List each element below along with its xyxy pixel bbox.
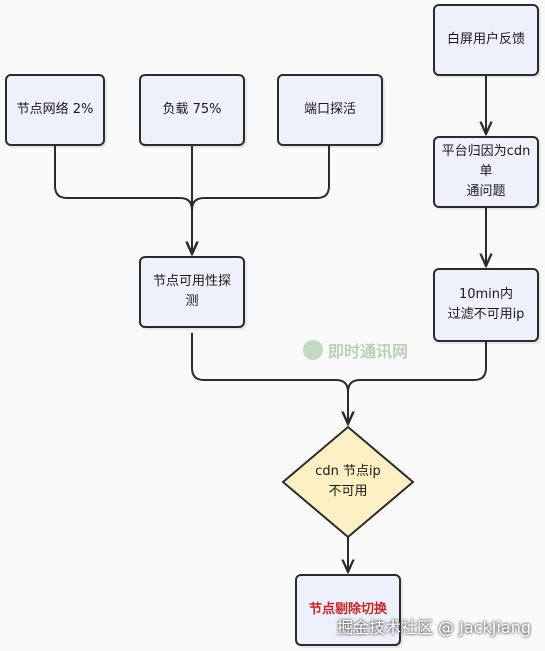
decision-line2: 不可用 (328, 484, 368, 499)
node-network-packet-loss: 节点网络 2% (5, 74, 105, 146)
watermark-logo-text: 即时通讯网 (328, 342, 409, 361)
connector-probe-to-decision (191, 333, 348, 424)
decision-line1: cdn 节点ip (315, 464, 381, 479)
node-platform-attribution-line2: 通问题 (466, 184, 506, 199)
node-network-packet-loss-label: 节点网络 2% (16, 102, 94, 117)
node-load: 负载 75% (139, 74, 245, 146)
node-availability-probe-label: 节点可用性探测 (152, 274, 231, 309)
watermark-bottom-right: 掘金技术社区 @ JackJiang (336, 618, 531, 637)
node-platform-attribution-line1: 平台归因为cdn单 (441, 144, 531, 179)
node-port-probe-label: 端口探活 (303, 102, 356, 117)
node-remove-switch: 节点剔除切换 (295, 574, 401, 646)
node-white-screen-feedback-label: 白屏用户反馈 (446, 32, 525, 47)
node-load-label: 负载 75% (162, 102, 222, 117)
node-filter-line2: 过滤不可用ip (447, 307, 525, 322)
connector-filter-to-decision (348, 341, 487, 424)
node-filter-unavailable-ip: 10min内 过滤不可用ip (433, 268, 539, 342)
decision-diamond (281, 425, 415, 539)
decision-label: cdn 节点ip 不可用 (283, 462, 413, 502)
connector-port-to-probe (192, 145, 330, 254)
connector-network-to-probe (54, 145, 192, 254)
node-port-probe: 端口探活 (277, 74, 383, 146)
node-platform-attribution: 平台归因为cdn单 通问题 (433, 136, 539, 208)
logo-icon (303, 340, 323, 360)
node-remove-switch-label: 节点剔除切换 (308, 602, 387, 617)
node-filter-line1: 10min内 (458, 287, 514, 302)
node-availability-probe: 节点可用性探测 (139, 256, 245, 328)
node-white-screen-feedback: 白屏用户反馈 (433, 4, 539, 76)
watermark-logo: 即时通讯网 (303, 338, 408, 362)
